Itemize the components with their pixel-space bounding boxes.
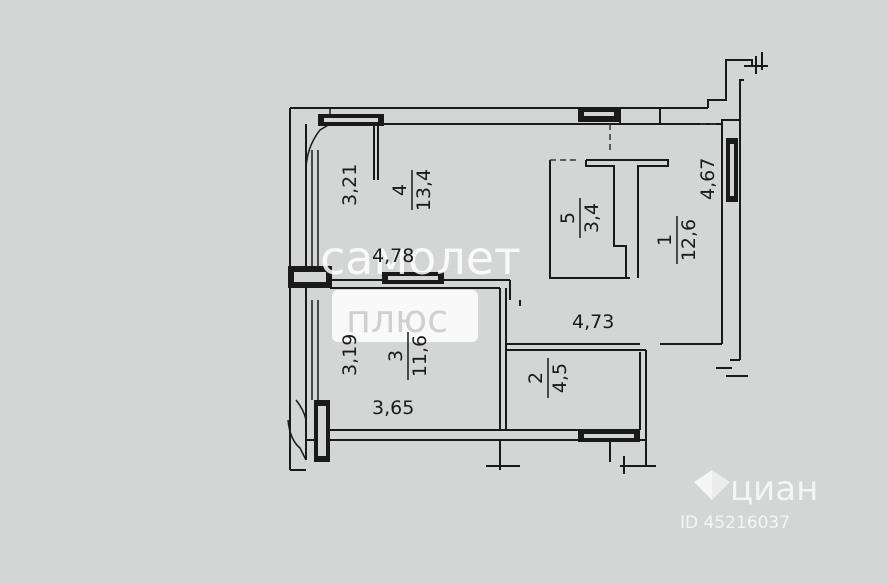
dim-room4-length: 4,78: [372, 245, 414, 267]
room-number: 5: [557, 212, 579, 224]
room-number: 4: [389, 184, 411, 196]
room-area: 3,4: [581, 203, 603, 233]
room-area: 11,6: [409, 335, 431, 377]
room-area: 12,6: [678, 219, 700, 261]
room-3-label: 3 11,6: [385, 332, 431, 380]
cian-logo-icon: [694, 470, 730, 500]
dim-room3-length: 3,65: [372, 397, 414, 419]
room-2-label: 2 4,5: [525, 358, 571, 398]
dashed-lines: [550, 123, 716, 161]
dim-hall-length: 4,73: [572, 311, 614, 333]
cian-listing-id: ID 45216037: [680, 513, 790, 533]
cian-logo-text: циан: [730, 469, 818, 509]
cian-watermark: циан ID 45216037: [680, 469, 818, 533]
room-number: 1: [654, 234, 676, 246]
watermark-line2: плюс: [346, 297, 448, 341]
room-4-label: 4 13,4: [389, 169, 435, 211]
room-area: 4,5: [549, 363, 571, 393]
dim-room4-width: 3,21: [339, 164, 361, 206]
walls: [289, 52, 768, 474]
dim-room1-length: 4,67: [697, 158, 719, 200]
room-1-label: 1 12,6: [654, 216, 700, 264]
window-top-right-frame: [619, 107, 661, 125]
dim-room3-width: 3,19: [339, 334, 361, 376]
windows: [288, 107, 738, 462]
watermark-line1: самолет: [320, 231, 521, 285]
left-bay-window: [287, 107, 331, 461]
samolet-watermark: самолет плюс: [320, 231, 521, 342]
room-area: 13,4: [413, 169, 435, 211]
room-number: 2: [525, 372, 547, 384]
room-number: 3: [385, 350, 407, 362]
room-5-label: 5 3,4: [557, 198, 603, 238]
watermark-plus-badge: [332, 290, 478, 342]
